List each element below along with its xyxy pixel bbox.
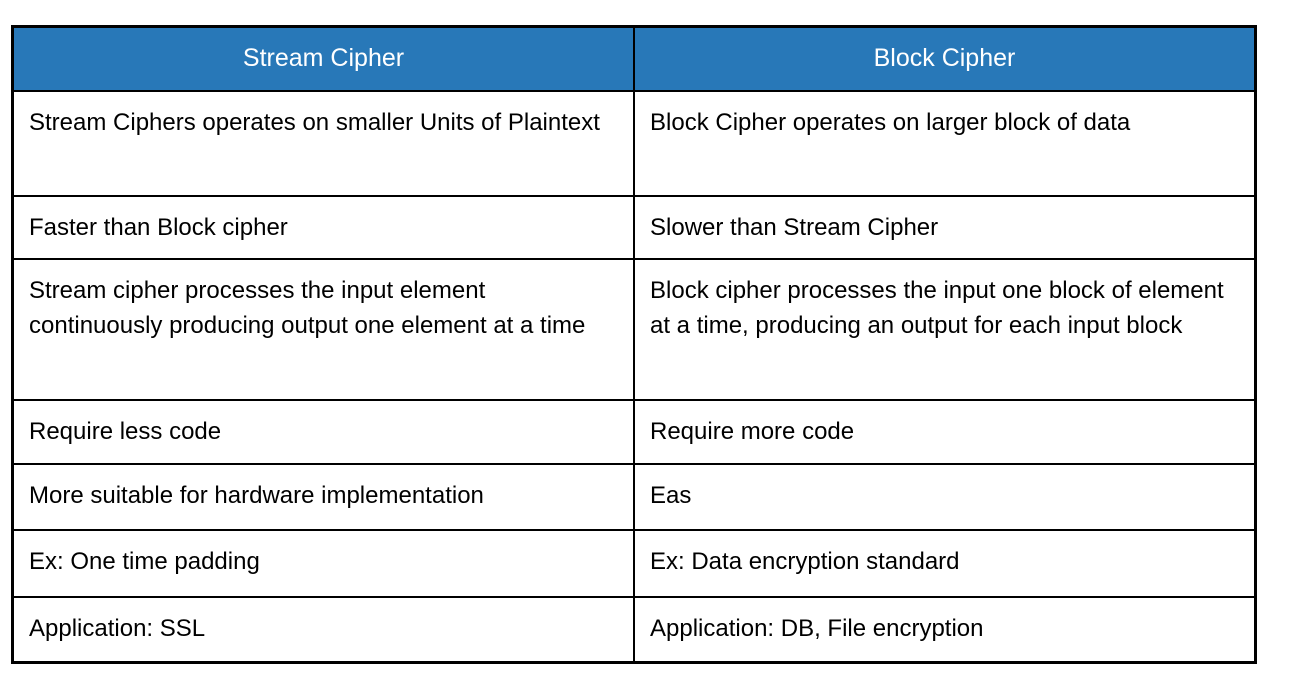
block-cipher-cell: Eas bbox=[633, 462, 1257, 531]
column-header-stream-cipher: Stream Cipher bbox=[11, 25, 635, 92]
stream-cipher-cell: Ex: One time padding bbox=[11, 528, 635, 598]
block-cipher-cell: Block cipher processes the input one blo… bbox=[633, 257, 1257, 401]
block-cipher-cell: Slower than Stream Cipher bbox=[633, 194, 1257, 260]
table-body: Stream Ciphers operates on smaller Units… bbox=[11, 89, 1257, 664]
block-cipher-cell: Application: DB, File encryption bbox=[633, 595, 1257, 664]
table-row: More suitable for hardware implementatio… bbox=[11, 462, 1257, 531]
table-row: Faster than Block cipher Slower than Str… bbox=[11, 194, 1257, 260]
stream-cipher-cell: Require less code bbox=[11, 398, 635, 465]
block-cipher-cell: Block Cipher operates on larger block of… bbox=[633, 89, 1257, 197]
table-row: Stream cipher processes the input elemen… bbox=[11, 257, 1257, 401]
block-cipher-cell: Ex: Data encryption standard bbox=[633, 528, 1257, 598]
table-row: Application: SSL Application: DB, File e… bbox=[11, 595, 1257, 664]
table-row: Stream Ciphers operates on smaller Units… bbox=[11, 89, 1257, 197]
block-cipher-cell: Require more code bbox=[633, 398, 1257, 465]
stream-cipher-cell: More suitable for hardware implementatio… bbox=[11, 462, 635, 531]
table-row: Require less code Require more code bbox=[11, 398, 1257, 465]
header-row: Stream Cipher Block Cipher bbox=[11, 25, 1257, 92]
table-header: Stream Cipher Block Cipher bbox=[11, 25, 1257, 92]
stream-cipher-cell: Stream cipher processes the input elemen… bbox=[11, 257, 635, 401]
column-header-block-cipher: Block Cipher bbox=[633, 25, 1257, 92]
cipher-comparison-table: Stream Cipher Block Cipher Stream Cipher… bbox=[11, 25, 1257, 664]
stream-cipher-cell: Stream Ciphers operates on smaller Units… bbox=[11, 89, 635, 197]
table-row: Ex: One time padding Ex: Data encryption… bbox=[11, 528, 1257, 598]
stream-cipher-cell: Application: SSL bbox=[11, 595, 635, 664]
stream-cipher-cell: Faster than Block cipher bbox=[11, 194, 635, 260]
